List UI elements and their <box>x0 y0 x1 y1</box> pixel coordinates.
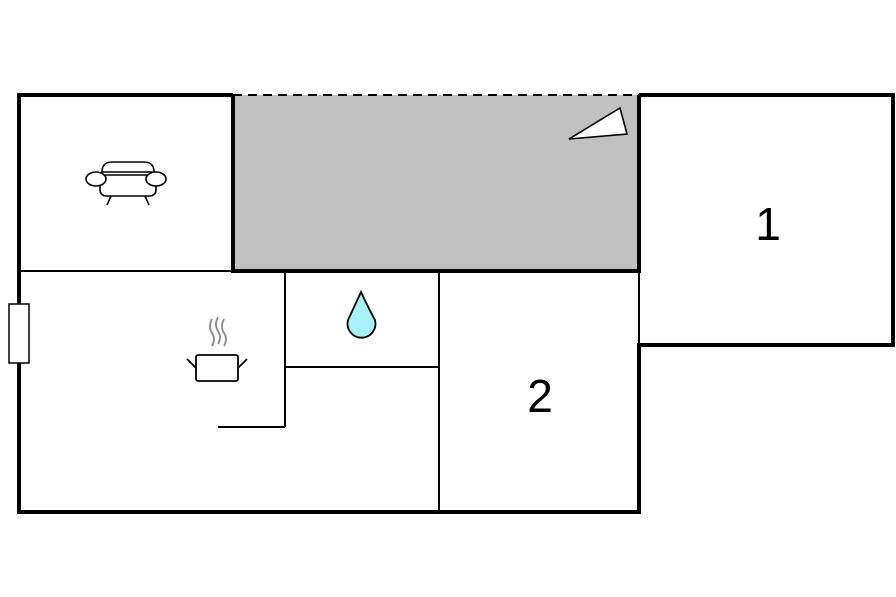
cooking-pot-icon <box>186 316 248 382</box>
sofa-icon <box>85 161 167 206</box>
room-label-1: 1 <box>755 198 781 250</box>
terrace-triangle-icon <box>568 106 629 140</box>
outer-walls <box>17 93 895 514</box>
inner-walls <box>19 270 640 512</box>
room-label-2: 2 <box>527 370 553 422</box>
terrace-area <box>233 95 639 271</box>
water-drop-icon <box>346 289 377 339</box>
window-left <box>8 303 30 364</box>
